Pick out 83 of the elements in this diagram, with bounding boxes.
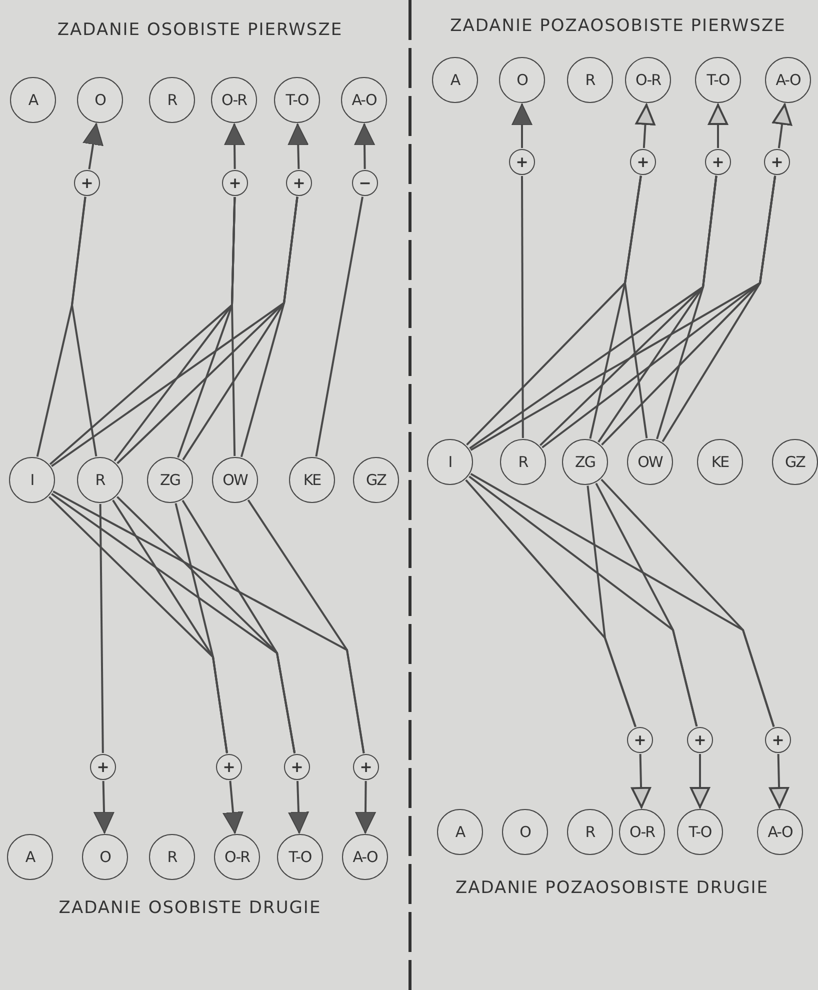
node-circle: GZ [772,439,818,485]
node-circle: A [432,57,478,103]
node-circle: I [9,457,55,503]
sign-circle: − [352,170,378,196]
sign-circle: + [705,149,731,175]
node-circle: A-O [342,834,388,880]
node-circle: R [567,57,613,103]
sign-circle: + [687,727,713,753]
connector-line [71,196,98,456]
connector-line [624,176,648,438]
sign-circle: + [284,754,310,780]
sign-circle: + [764,149,790,175]
node-circle: O [82,834,128,880]
sign-circle: + [216,754,242,780]
node-circle: OW [627,439,673,485]
connector-line [99,504,104,753]
node-circle: O-R [619,809,665,855]
arrow [288,780,309,834]
node-circle: O-R [214,834,260,880]
sign-circle: + [90,754,116,780]
node-circle: GZ [353,457,399,503]
connector-line [656,176,718,440]
node-circle: O [502,809,548,855]
node-circle: OW [212,457,258,503]
connector-line [247,499,365,754]
node-circle: R [149,77,195,123]
sign-circle: + [630,149,656,175]
panel-heading: ZADANIE OSOBISTE PIERWSZE [57,20,343,40]
node-circle: I [427,439,473,485]
node-circle: A [437,809,483,855]
node-circle: R [500,439,546,485]
arrow [690,754,710,808]
sign-circle: + [627,727,653,753]
sign-circle: + [353,754,379,780]
node-circle: T-O [695,57,741,103]
arrow [288,124,309,170]
panel-heading: ZADANIE POZAOSOBISTE PIERWSZE [450,16,786,36]
node-circle: T-O [274,77,320,123]
arrow [769,754,790,808]
connector-line [315,196,364,457]
node-circle: O [499,57,545,103]
arrow [512,104,532,148]
sign-circle: + [509,149,535,175]
connector-line [231,196,236,456]
panel-heading: ZADANIE POZAOSOBISTE DRUGIE [456,878,768,898]
node-circle: ZG [147,457,193,503]
sign-circle: + [286,170,312,196]
node-circle: R [567,809,613,855]
node-circle: A-O [765,57,811,103]
arrow [355,780,376,834]
node-circle: A [10,77,56,123]
node-circle: O-R [211,77,257,123]
node-circle: ZG [562,439,608,485]
node-circle: A [7,834,53,880]
sign-circle: + [74,170,100,196]
node-circle: O-R [625,57,671,103]
node-circle: O [77,77,123,123]
arrow [631,754,652,808]
connector-line [521,176,524,438]
node-circle: KE [697,439,743,485]
node-circle: T-O [277,834,323,880]
node-circle: A-O [341,77,387,123]
node-circle: KE [289,457,335,503]
node-circle: T-O [677,809,723,855]
connector-line [240,196,298,458]
arrow [708,104,728,148]
arrow [772,104,792,148]
node-circle: R [149,834,195,880]
arrow [635,104,656,148]
panel-heading: ZADANIE OSOBISTE DRUGIE [58,898,322,918]
sign-circle: + [765,727,791,753]
connector-line [595,482,698,727]
connector-line [586,486,636,728]
arrow [224,124,246,170]
connector-line [600,478,775,727]
arrow [82,123,104,170]
arrow [222,780,244,834]
node-circle: A-O [757,809,803,855]
arrow [354,124,376,170]
arrow [94,780,115,834]
node-circle: R [77,457,123,503]
sign-circle: + [222,170,248,196]
connector-line [174,503,228,754]
